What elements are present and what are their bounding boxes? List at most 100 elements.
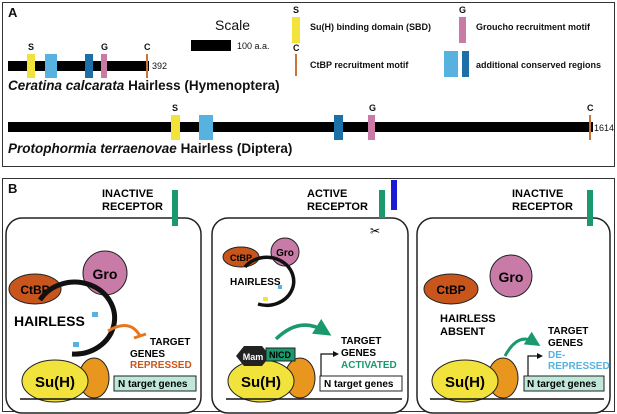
legend-sbd-letter: S	[293, 5, 300, 15]
cell-1-hairless-mark2	[73, 342, 79, 347]
protein2-cons2	[334, 115, 343, 140]
protein2-ctbp	[589, 115, 591, 140]
cell-2-status: ACTIVATED	[341, 360, 397, 371]
cell-2-nicd-label: NICD	[269, 350, 291, 360]
cell-2-nicd-bar	[391, 180, 397, 210]
cell-2-target-line1: TARGET	[341, 336, 381, 347]
cell-2-hairless-mark1	[278, 285, 282, 289]
protein2-s-letter: S	[172, 103, 179, 113]
protein2-cons1	[199, 115, 213, 140]
cell-3-ctbp	[423, 273, 479, 305]
protein1-sbd	[27, 54, 35, 78]
cell-3-hairless-line1: HAIRLESS	[440, 313, 496, 325]
cell-2-target-line2: GENES	[341, 348, 376, 359]
protein1-g-letter: G	[101, 42, 109, 52]
protein1-length: 392	[152, 61, 168, 71]
protein2-gro	[368, 115, 375, 140]
protein1-bar	[8, 61, 149, 71]
cell-3-status-line2: REPRESSED	[548, 361, 610, 372]
cell-3-ngenes-box	[523, 375, 605, 392]
cell-3-promoter-arrow	[527, 353, 543, 376]
cell-1-ngenes-box	[113, 375, 197, 392]
cell-2-ctbp-label: CtBP	[230, 253, 252, 263]
cell-3-status-line1: DE-	[548, 350, 565, 361]
cell-1-ctbp	[8, 273, 62, 305]
cell-3-ngenes-label: N target genes	[527, 379, 597, 390]
cell-3-gro-label: Gro	[499, 269, 524, 285]
cell-1-suh-label: Su(H)	[35, 374, 75, 391]
protein1-gro	[101, 54, 107, 78]
protein2-bar	[8, 122, 593, 132]
protein1-c-letter: C	[144, 42, 151, 52]
cell-1-ngenes-label: N target genes	[118, 379, 188, 390]
cell-1-target-line1: TARGET	[150, 337, 190, 348]
protein1-s-letter: S	[28, 42, 35, 52]
protein1-cons2	[85, 54, 93, 78]
cell-1-repression-bar	[133, 332, 147, 340]
protein2-species: Protophormia terraenovae	[8, 141, 177, 156]
cell-1-status: REPRESSED	[130, 360, 192, 371]
cell-1-repression-arrow	[107, 324, 142, 337]
cell-1-gro-label: Gro	[93, 266, 118, 282]
scale-bar	[191, 40, 231, 51]
cell-2-activation-arrow	[274, 318, 332, 341]
cell-2-gro-label: Gro	[276, 248, 294, 259]
cell-1-receptor-line1: INACTIVE	[102, 188, 153, 200]
cell-3-ctbp-label: CtBP	[436, 283, 465, 297]
panel-a-label: A	[8, 5, 18, 20]
cell-3-receptor	[587, 190, 593, 226]
cell-1-suh	[21, 359, 89, 403]
cell-2-mam-label: Mam	[243, 352, 264, 362]
cell-2-hairless-label: HAIRLESS	[230, 277, 281, 288]
legend-ctbp-swatch	[295, 54, 297, 76]
cell-active: ✂ ACTIVE RECEPTOR CtBP Gro HAIRLESS Su(H…	[211, 180, 409, 414]
protein2-g-letter: G	[369, 103, 377, 113]
protein2-suffix: Hairless (Diptera)	[180, 141, 293, 156]
protein2-length: 1614	[594, 123, 615, 133]
legend-cons-text: additional conserved regions	[476, 60, 602, 70]
cell-inactive-2: INACTIVE RECEPTOR CtBP Gro HAIRLESS ABSE…	[416, 188, 611, 414]
cell-3-target-line1: TARGET	[548, 326, 588, 337]
legend-cons-swatch-light	[444, 51, 458, 77]
cell-3-receptor-line1: INACTIVE	[512, 188, 563, 200]
cell-2-receptor-line2: RECEPTOR	[307, 201, 368, 213]
cell-2-nicd	[265, 347, 296, 362]
protein1-ctbp	[146, 54, 148, 78]
scale-title: Scale	[215, 17, 251, 33]
legend-gro-swatch	[459, 17, 466, 43]
panel-a: A Scale 100 a.a. S Su(H) binding domain …	[2, 2, 615, 167]
cell-2-ngenes-box	[319, 375, 403, 392]
cell-2-receptor-green	[379, 190, 385, 218]
cell-2-suh-label: Su(H)	[241, 374, 281, 391]
cell-2-receptor-line1: ACTIVE	[307, 188, 347, 200]
protein1-suffix: Hairless (Hymenoptera)	[128, 78, 280, 93]
cell-2-promoter-arrow	[320, 351, 339, 376]
protein1-title: Ceratina calcarata Hairless (Hymenoptera…	[8, 78, 280, 93]
cell-1-hairless-mark1	[92, 312, 98, 317]
protein2-c-letter: C	[587, 103, 594, 113]
cell-3-suh	[431, 359, 499, 403]
cell-inactive-1: INACTIVE RECEPTOR CtBP Gro HAIRLESS Su(H…	[5, 188, 202, 414]
legend-sbd-text: Su(H) binding domain (SBD)	[310, 22, 431, 32]
cell-3-gro	[489, 254, 533, 298]
legend-sbd-swatch	[292, 17, 300, 43]
cell-1-hairless-label: HAIRLESS	[14, 313, 85, 329]
cell-3-hairless-line2: ABSENT	[440, 326, 486, 338]
legend-gro-letter: G	[459, 5, 467, 15]
cell-2-hairless-mark2	[263, 297, 268, 301]
cell-3-receptor-line2: RECEPTOR	[512, 201, 573, 213]
protein1-cons1	[45, 54, 57, 78]
cell-1-target-line2: GENES	[130, 349, 165, 360]
cell-3-target-line2: GENES	[548, 338, 583, 349]
protein1-species: Ceratina calcarata	[8, 78, 125, 93]
legend-gro-text: Groucho recruitment motif	[476, 22, 591, 32]
cell-2-mam	[236, 346, 270, 366]
legend-cons-swatch-dark	[462, 51, 469, 77]
cell-2-scissors-icon: ✂	[370, 224, 380, 238]
cell-3-suh-label: Su(H)	[445, 374, 485, 391]
protein2-title: Protophormia terraenovae Hairless (Dipte…	[8, 141, 292, 156]
cell-2-hairless-ring	[243, 255, 296, 308]
panel-b-label: B	[8, 181, 18, 196]
cell-1-receptor-line2: RECEPTOR	[102, 201, 163, 213]
